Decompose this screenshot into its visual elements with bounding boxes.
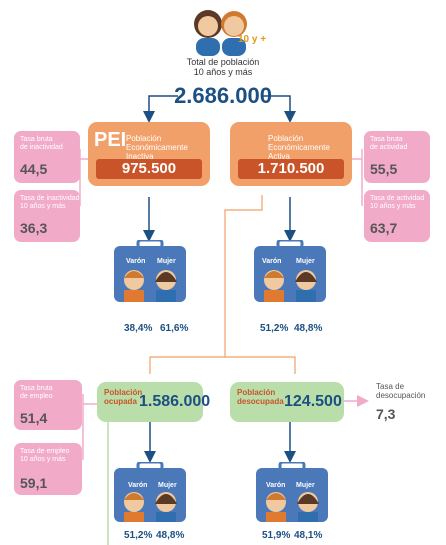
female-label: Mujer [157,258,176,265]
pea-gender-case: Varón Mujer [254,240,326,302]
employment-10-rate-value: 59,1 [20,475,48,491]
desocupada-male-pct: 51,9% [262,530,291,541]
suitcase-icon [114,462,186,522]
female-label: Mujer [158,482,177,489]
male-label: Varón [128,482,148,489]
ocupada-label: Población ocupada [104,388,143,406]
desocupada-gender-case: Varón Mujer [256,462,328,522]
inactivity-10-rate-value: 36,3 [20,220,48,236]
male-label: Varón [262,258,282,265]
ocupada-gender-case: Varón Mujer [114,462,186,522]
suitcase-icon [256,462,328,522]
pei-abbr: PEI [94,129,127,151]
desocupada-box: Población desocupada 124.500 [230,382,344,422]
pea-female-pct: 48,8% [294,323,323,334]
pea-value: 1.710.500 [238,159,344,179]
ocupada-value: 1.586.000 [139,393,211,410]
population-couple-icon [194,10,247,56]
ocupada-box: Población ocupada 1.586.000 [97,382,210,422]
pei-box: PEI Población Económicamente Inactiva 97… [88,122,210,186]
suitcase-icon [114,240,186,302]
female-label: Mujer [296,482,315,489]
inactivity-gross-rate-value: 44,5 [20,161,48,177]
employment-gross-rate-card: Tasa bruta de empleo 51,4 [14,380,82,430]
male-label: Varón [266,482,286,489]
ocupada-female-pct: 48,8% [156,530,185,541]
suitcase-icon [254,240,326,302]
pea-male-pct: 51,2% [260,323,289,334]
pei-gender-case: Varón Mujer [114,240,186,302]
activity-10-rate-card: Tasa de actividad 10 años y más 63,7 [364,190,430,242]
pei-female-pct: 61,6% [160,323,189,334]
activity-gross-rate-card: Tasa bruta de actividad 55,5 [364,131,430,183]
activity-10-rate-value: 63,7 [370,220,398,236]
female-label: Mujer [296,258,315,265]
activity-gross-rate-value: 55,5 [370,161,398,177]
pea-label: Población Económicamente Activa [268,134,330,161]
desocupada-female-pct: 48,1% [294,530,323,541]
desocupada-value: 124.500 [284,393,342,410]
employment-10-rate-card: Tasa de empleo 10 años y más 59,1 [14,443,82,495]
inactivity-10-rate-card: Tasa de inactividad 10 años y más 36,3 [14,190,80,242]
unemployment-rate-value: 7,3 [376,406,396,422]
total-population-value: 2.686.000 [174,83,272,108]
male-label: Varón [126,258,146,265]
desocupada-label: Población desocupada [237,388,284,406]
pei-label: Población Económicamente Inactiva [126,134,188,161]
unemployment-rate: Tasa de desocupación 7,3 [376,382,442,422]
age-tag: 10 y + [238,34,267,45]
ocupada-male-pct: 51,2% [124,530,153,541]
employment-gross-rate-value: 51,4 [20,410,48,426]
pei-value: 975.500 [96,159,202,179]
total-population-label: Total de población 10 años y más [186,57,260,77]
pei-male-pct: 38,4% [124,323,153,334]
inactivity-gross-rate-card: Tasa bruta de inactividad 44,5 [14,131,80,183]
pea-box: Población Económicamente Activa 1.710.50… [230,122,352,186]
